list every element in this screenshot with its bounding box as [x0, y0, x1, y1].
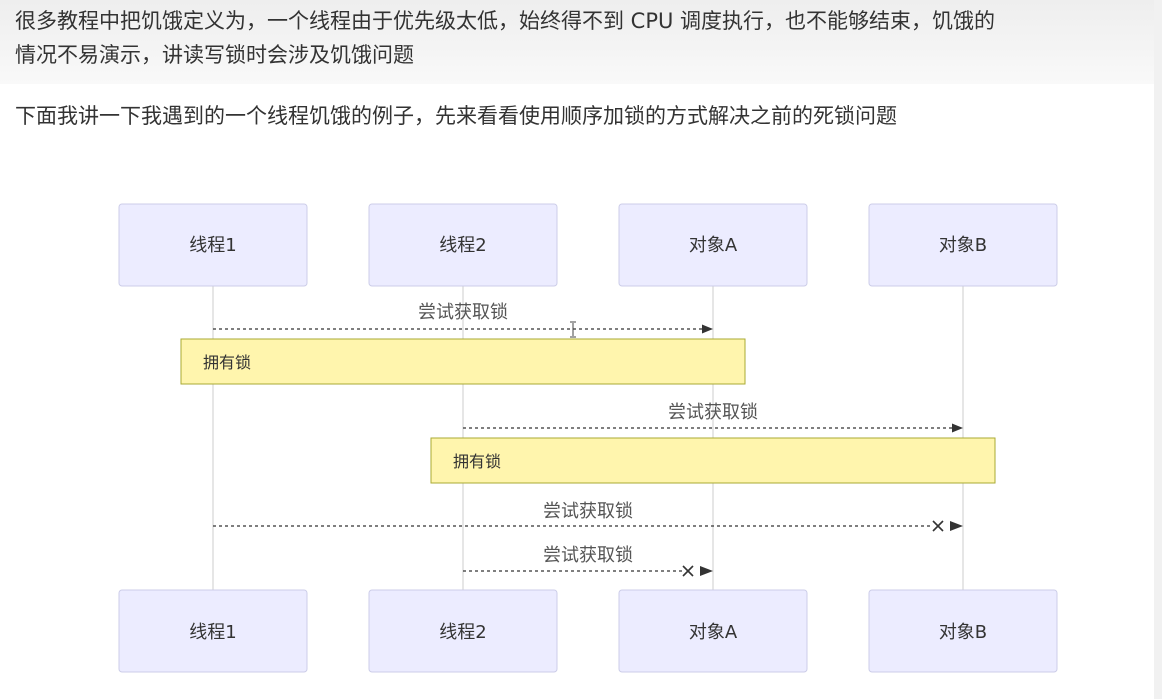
message-thread2-to-object-a: 尝试获取锁: [463, 545, 713, 577]
paragraph-2: 下面我讲一下我遇到的一个线程饥饿的例子，先来看看使用顺序加锁的方式解决之前的死锁…: [15, 104, 897, 128]
note-text: 拥有锁: [453, 452, 501, 471]
arrowhead-icon: [702, 324, 713, 334]
arrowhead-icon: [952, 423, 963, 433]
message-thread1-to-object-a: 尝试获取锁: [213, 302, 713, 334]
paragraph-1-line-2: 情况不易演示，讲读写锁时会涉及饥饿问题: [15, 43, 414, 67]
actor-label: 线程1: [189, 622, 236, 643]
actor-top-object-b: 对象B: [868, 203, 1058, 287]
paragraph-1-line-1: 很多教程中把饥饿定义为，一个线程由于优先级太低，始终得不到 CPU 调度执行，也…: [15, 9, 996, 33]
actor-label: 对象A: [689, 235, 738, 256]
cross-icon: [932, 520, 944, 532]
message-thread1-to-object-b: 尝试获取锁: [213, 501, 963, 532]
text-cursor-icon: [570, 321, 576, 338]
actor-label: 对象B: [939, 235, 987, 256]
message-label: 尝试获取锁: [543, 501, 633, 522]
arrowhead-icon: [700, 566, 713, 576]
scrollbar[interactable]: [1154, 0, 1162, 699]
message-label: 尝试获取锁: [668, 402, 758, 423]
actor-bottom-object-a: 对象A: [618, 589, 808, 673]
message-thread2-to-object-b: 尝试获取锁: [463, 402, 963, 433]
actor-label: 对象A: [689, 622, 738, 643]
note-text: 拥有锁: [203, 353, 251, 372]
cross-icon: [682, 565, 694, 577]
message-label: 尝试获取锁: [418, 302, 508, 323]
actor-label: 线程1: [189, 235, 236, 256]
actor-label: 线程2: [439, 622, 486, 643]
actor-bottom-thread-2: 线程2: [368, 589, 558, 673]
note-lock-held-2: 拥有锁: [430, 437, 996, 484]
actor-label: 线程2: [439, 235, 486, 256]
arrowhead-icon: [950, 521, 963, 531]
actor-top-thread-1: 线程1: [118, 203, 308, 287]
actor-top-thread-2: 线程2: [368, 203, 558, 287]
message-label: 尝试获取锁: [543, 545, 633, 566]
actor-bottom-object-b: 对象B: [868, 589, 1058, 673]
actor-bottom-thread-1: 线程1: [118, 589, 308, 673]
actor-label: 对象B: [939, 622, 987, 643]
highlight-band: [0, 0, 1162, 84]
actor-top-object-a: 对象A: [618, 203, 808, 287]
note-lock-held-1: 拥有锁: [180, 338, 746, 385]
